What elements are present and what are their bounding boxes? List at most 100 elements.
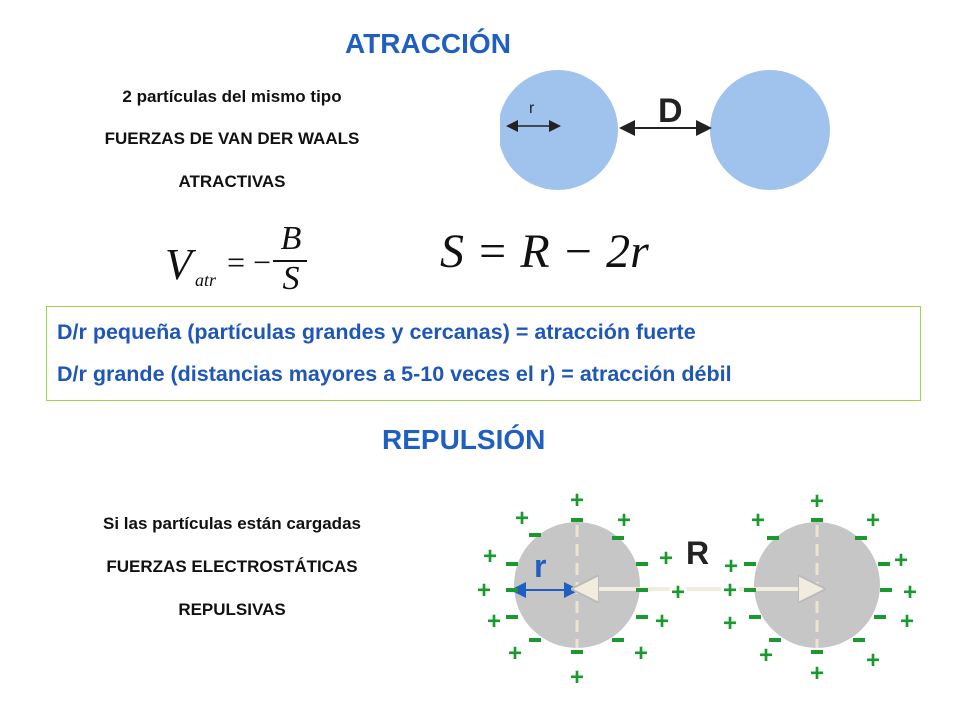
plus-charge xyxy=(864,651,882,669)
plus-charge xyxy=(615,511,633,529)
plus-charge xyxy=(506,644,524,662)
minus-charge xyxy=(767,536,779,540)
minus-charge xyxy=(880,588,892,592)
plus-charge-sign: + xyxy=(570,664,584,691)
minus-charge xyxy=(571,518,583,522)
plus-charge-sign: + xyxy=(570,487,584,514)
minus-charge xyxy=(874,615,886,619)
info-line-1: D/r pequeña (partículas grandes y cercan… xyxy=(57,320,696,344)
repulsion-caption-1: Si las partículas están cargadas xyxy=(103,514,361,533)
plus-charge-sign: + xyxy=(751,507,765,534)
minus-charge xyxy=(636,562,648,566)
plus-charge-sign: + xyxy=(477,577,491,604)
plus-charge xyxy=(568,668,586,686)
plus-charge xyxy=(513,509,531,527)
minus-charge xyxy=(811,650,823,654)
center-distance-label: R xyxy=(686,535,709,571)
plus-charge xyxy=(864,511,882,529)
plus-charge xyxy=(901,583,919,601)
plus-charge xyxy=(892,551,910,569)
plus-charge xyxy=(653,612,671,630)
plus-charge xyxy=(568,491,586,509)
plus-charge-sign: + xyxy=(866,507,880,534)
plus-charge-sign: + xyxy=(671,579,685,606)
v-denominator: S xyxy=(282,260,300,297)
minus-charge xyxy=(571,650,583,654)
repulsion-caption-2: FUERZAS ELECTROSTÁTICAS xyxy=(106,557,358,576)
v-equals-minus: = − xyxy=(227,244,272,280)
radius-label: r xyxy=(529,100,535,117)
minus-charge xyxy=(612,536,624,540)
v-numerator: B xyxy=(280,220,302,257)
minus-charge xyxy=(506,588,518,592)
equation-s: S = R − 2r xyxy=(440,225,649,278)
minus-charge xyxy=(744,562,756,566)
plus-charge-sign: + xyxy=(866,647,880,674)
plus-charge xyxy=(657,549,675,567)
plus-charge-sign: + xyxy=(659,545,673,572)
plus-charge xyxy=(485,612,503,630)
minus-charge xyxy=(506,615,518,619)
plus-charge-sign: + xyxy=(810,488,824,515)
plus-charge-sign: + xyxy=(900,608,914,635)
v-symbol: V xyxy=(165,240,192,289)
info-box: D/r pequeña (partículas grandes y cercan… xyxy=(46,306,921,401)
minus-charge xyxy=(811,518,823,522)
attraction-title: ATRACCIÓN xyxy=(345,28,511,59)
plus-charge xyxy=(749,511,767,529)
plus-charge xyxy=(481,547,499,565)
minus-charge xyxy=(749,615,761,619)
minus-charge xyxy=(636,615,648,619)
particle-left xyxy=(500,70,618,190)
repulsion-title: REPULSIÓN xyxy=(382,424,546,455)
plus-charge-sign: + xyxy=(810,660,824,687)
minus-charge xyxy=(529,638,541,642)
info-line-2: D/r grande (distancias mayores a 5-10 ve… xyxy=(57,362,732,386)
minus-charge xyxy=(529,533,541,537)
plus-charge xyxy=(475,581,493,599)
plus-charge-sign: + xyxy=(483,543,497,570)
minus-charge xyxy=(636,588,648,592)
plus-charge-sign: + xyxy=(617,507,631,534)
v-subscript: atr xyxy=(195,270,217,290)
plus-charge xyxy=(757,646,775,664)
minus-charge xyxy=(878,562,890,566)
attraction-caption-3: ATRACTIVAS xyxy=(178,172,286,191)
plus-charge xyxy=(808,492,826,510)
plus-charge xyxy=(632,644,650,662)
minus-charge xyxy=(769,638,781,642)
minus-charge xyxy=(853,638,865,642)
equation-vatr: V atr = − B S xyxy=(165,220,315,297)
plus-charge xyxy=(721,581,739,599)
minus-charge xyxy=(506,562,518,566)
minus-charge xyxy=(612,638,624,642)
plus-charge-sign: + xyxy=(723,577,737,604)
plus-charge-sign: + xyxy=(903,579,917,606)
plus-charge-sign: + xyxy=(634,640,648,667)
plus-charge-sign: + xyxy=(759,642,773,669)
minus-charge xyxy=(855,536,867,540)
repulsion-diagram: r R ++++++++++++++++++++++++ xyxy=(475,487,919,691)
attraction-diagram: r D xyxy=(500,70,830,190)
attraction-caption-2: FUERZAS DE VAN DER WAALS xyxy=(104,129,360,148)
particle-right xyxy=(710,70,830,190)
plus-charge xyxy=(721,614,739,632)
plus-charge xyxy=(722,557,740,575)
plus-charge xyxy=(669,583,687,601)
charges-group: ++++++++++++++++++++++++ xyxy=(475,487,919,691)
fraction-bar xyxy=(273,260,307,262)
plus-charge-sign: + xyxy=(723,610,737,637)
charged-radius-label: r xyxy=(534,548,546,584)
repulsion-caption-3: REPULSIVAS xyxy=(178,600,286,619)
distance-label: D xyxy=(658,92,683,130)
plus-charge-sign: + xyxy=(655,608,669,635)
plus-charge-sign: + xyxy=(508,640,522,667)
plus-charge-sign: + xyxy=(724,553,738,580)
minus-charge xyxy=(744,588,756,592)
plus-charge-sign: + xyxy=(515,505,529,532)
plus-charge xyxy=(898,612,916,630)
plus-charge xyxy=(808,664,826,682)
plus-charge-sign: + xyxy=(894,547,908,574)
attraction-caption-1: 2 partículas del mismo tipo xyxy=(122,87,342,106)
plus-charge-sign: + xyxy=(487,608,501,635)
